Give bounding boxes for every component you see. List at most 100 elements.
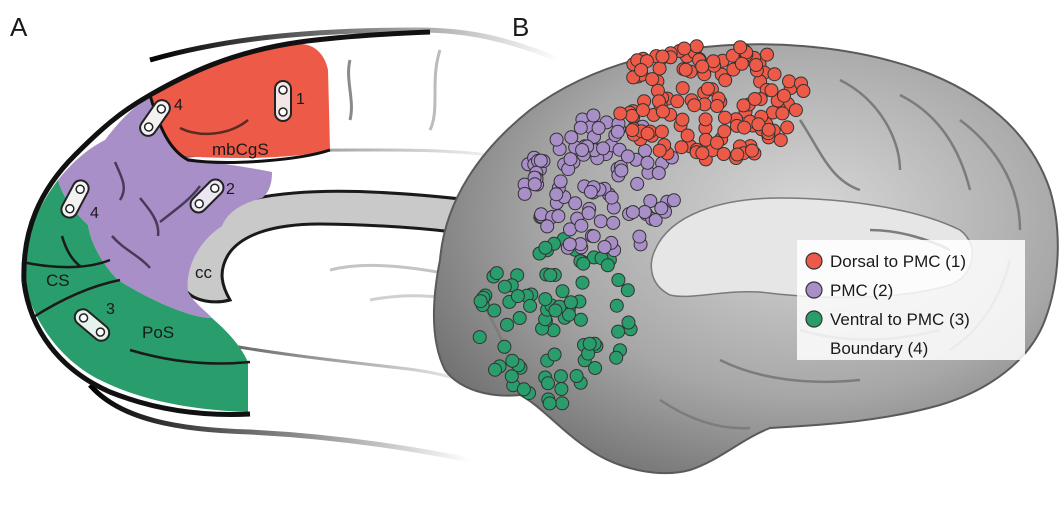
pmc-electrode-dot [607, 216, 620, 229]
ventral-electrode-dot [524, 299, 537, 312]
dorsal-electrode-dot [656, 50, 669, 63]
pmc-electrode-dot [552, 210, 565, 223]
ventral-electrode-dot [498, 340, 511, 353]
dorsal-electrode-dot [783, 75, 796, 88]
mbcgs-label: mbCgS [212, 140, 269, 159]
ventral-electrode-dot [622, 316, 635, 329]
legend-ventral-marker [806, 311, 822, 327]
pmc-electrode-dot [574, 121, 587, 134]
dorsal-electrode-dot [774, 134, 787, 147]
sulcus-line [349, 60, 352, 120]
pmc-electrode-dot [655, 202, 668, 215]
dorsal-electrode-dot [717, 148, 730, 161]
panel-b-letter: B [512, 12, 529, 42]
dorsal-electrode-dot [641, 127, 654, 140]
ventral-electrode-dot [564, 296, 577, 309]
pmc-electrode-dot [534, 154, 547, 167]
panel-b: B Dorsal to PMC (1) [434, 12, 1058, 473]
pmc-electrode-dot [633, 230, 646, 243]
dorsal-electrode-dot [761, 48, 774, 61]
dorsal-electrode-dot [688, 99, 701, 112]
dorsal-electrode-dot [676, 82, 689, 95]
pmc-electrode-dot [652, 167, 665, 180]
ventral-electrode-dot [498, 280, 511, 293]
dorsal-electrode-dot [636, 104, 649, 117]
pmc-electrode-dot [594, 215, 607, 228]
dorsal-electrode-dot [797, 85, 810, 98]
ventral-electrode-dot [511, 290, 524, 303]
dorsal-electrode-dot [681, 129, 694, 142]
pmc-electrode-dot [626, 206, 639, 219]
dorsal-electrode-dot [735, 57, 748, 70]
dorsal-electrode-dot [731, 148, 744, 161]
pmc-electrode-dot [569, 197, 582, 210]
pmc-electrode-dot [563, 238, 576, 251]
legend-ventral-label: Ventral to PMC (3) [830, 310, 970, 329]
ventral-electrode-dot [610, 351, 623, 364]
legend-dorsal-label: Dorsal to PMC (1) [830, 252, 966, 271]
dorsal-electrode-dot [696, 147, 709, 160]
dorsal-electrode-dot [635, 64, 648, 77]
dorsal-electrode-dot [734, 41, 747, 54]
ventral-electrode-dot [544, 269, 557, 282]
dorsal-electrode-dot [768, 68, 781, 81]
ventral-electrode-dot [612, 274, 625, 287]
pmc-electrode-dot [641, 156, 654, 169]
dorsal-electrode-dot [778, 89, 791, 102]
ventral-electrode-dot [554, 370, 567, 383]
legend-boundary-label: Boundary (4) [830, 339, 928, 358]
ventral-electrode-dot [574, 313, 587, 326]
cc-label: cc [195, 263, 213, 282]
pmc-electrode-dot [667, 194, 680, 207]
electrode-pair-1 [275, 81, 291, 121]
ventral-electrode-dot [539, 241, 552, 254]
dorsal-electrode-dot [614, 107, 627, 120]
legend-pmc-marker [806, 282, 822, 298]
dorsal-electrode-dot [699, 113, 712, 126]
pmc-electrode-dot [605, 191, 618, 204]
dorsal-electrode-dot [762, 123, 775, 136]
legend-pmc-label: PMC (2) [830, 281, 893, 300]
dorsal-electrode-dot [719, 74, 732, 87]
pmc-electrode-dot [621, 150, 634, 163]
electrode-2-label: 2 [226, 181, 235, 198]
dorsal-electrode-dot [738, 121, 751, 134]
electrode-4a-label: 4 [174, 97, 183, 114]
dorsal-electrode-dot [765, 84, 778, 97]
ventral-electrode-dot [570, 370, 583, 383]
ventral-electrode-dot [577, 257, 590, 270]
ventral-electrode-dot [501, 318, 514, 331]
ventral-electrode-dot [488, 304, 501, 317]
pmc-electrode-dot [611, 125, 624, 138]
pmc-electrode-dot [615, 164, 628, 177]
electrode-4b-label: 4 [90, 205, 99, 222]
legend-item-dorsal: Dorsal to PMC (1) [806, 252, 966, 271]
pmc-electrode-dot [564, 153, 577, 166]
pos-label: PoS [142, 323, 174, 342]
pmc-electrode-dot [518, 187, 531, 200]
pmc-electrode-dot [592, 122, 605, 135]
pmc-electrode-dot [576, 144, 589, 157]
ventral-electrode-dot [556, 397, 569, 410]
ventral-electrode-dot [589, 362, 602, 375]
dorsal-electrode-dot [626, 124, 639, 137]
ventral-electrode-dot [489, 363, 502, 376]
dorsal-electrode-dot [776, 107, 789, 120]
pmc-electrode-dot [638, 206, 651, 219]
dorsal-electrode-dot [653, 144, 666, 157]
legend: Dorsal to PMC (1) PMC (2) Ventral to PMC… [797, 240, 1025, 360]
ventral-electrode-dot [612, 325, 625, 338]
ventral-electrode-dot [543, 397, 556, 410]
dorsal-electrode-dot [781, 121, 794, 134]
pmc-electrode-dot [587, 109, 600, 122]
dorsal-electrode-dot [789, 104, 802, 117]
dorsal-electrode-dot [671, 95, 684, 108]
pmc-electrode-dot [587, 230, 600, 243]
dorsal-electrode-dot [675, 141, 688, 154]
cs-label: CS [46, 271, 70, 290]
dorsal-electrode-dot [711, 100, 724, 113]
pmc-electrode-dot [554, 175, 567, 188]
pmc-electrode-dot [582, 207, 595, 220]
legend-item-boundary: Boundary (4) [830, 339, 928, 358]
ventral-electrode-dot [576, 276, 589, 289]
